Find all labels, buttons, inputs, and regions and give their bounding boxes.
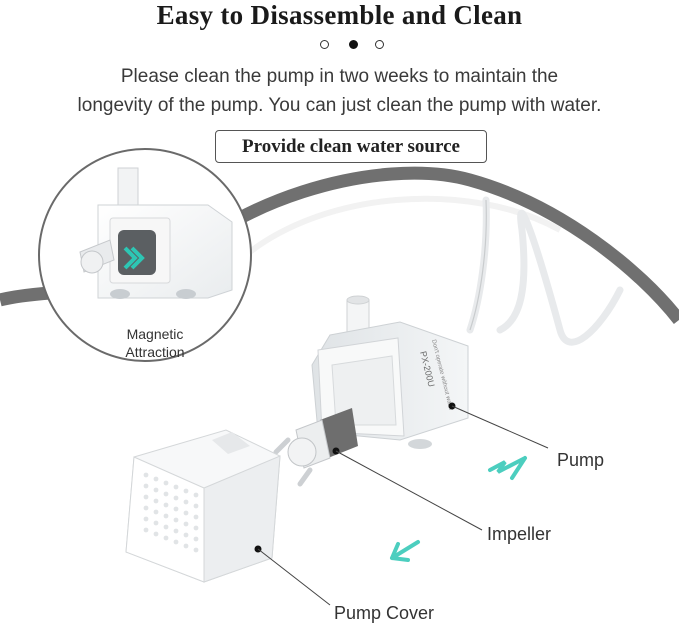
magnetic-label-line-1: Magnetic	[126, 326, 184, 342]
description-line-2: longevity of the pump. You can just clea…	[77, 95, 602, 116]
callout-line-impeller	[335, 450, 483, 531]
pump-label: Pump	[557, 450, 605, 470]
impeller-label: Impeller	[487, 524, 552, 544]
magnetic-attraction-label: Magnetic Attraction	[112, 325, 198, 361]
magnet-chevron-icon	[123, 246, 145, 270]
carousel-dot-1[interactable]	[320, 40, 329, 49]
pump-cover	[125, 429, 281, 583]
impeller	[273, 408, 358, 487]
direction-arrow-upper-icon	[488, 456, 527, 480]
direction-arrow-lower-icon	[390, 540, 420, 562]
callout-line-pump	[451, 405, 549, 449]
provide-clean-water-button[interactable]: Provide clean water source	[215, 130, 487, 163]
carousel-dot-3[interactable]	[375, 40, 384, 49]
description: Please clean the pump in two weeks to ma…	[20, 62, 659, 120]
background-arc-light	[238, 195, 562, 263]
carousel-dot-2-active[interactable]	[349, 40, 358, 49]
magnetic-label-line-2: Attraction	[125, 344, 185, 360]
description-line-1: Please clean the pump in two weeks to ma…	[120, 66, 559, 87]
page-title: Easy to Disassemble and Clean	[156, 0, 523, 30]
carousel-indicator	[320, 40, 390, 52]
callout-line-pump-cover	[257, 548, 331, 606]
magnifier-circle	[38, 148, 252, 362]
pump-cover-label: Pump Cover	[334, 603, 435, 623]
